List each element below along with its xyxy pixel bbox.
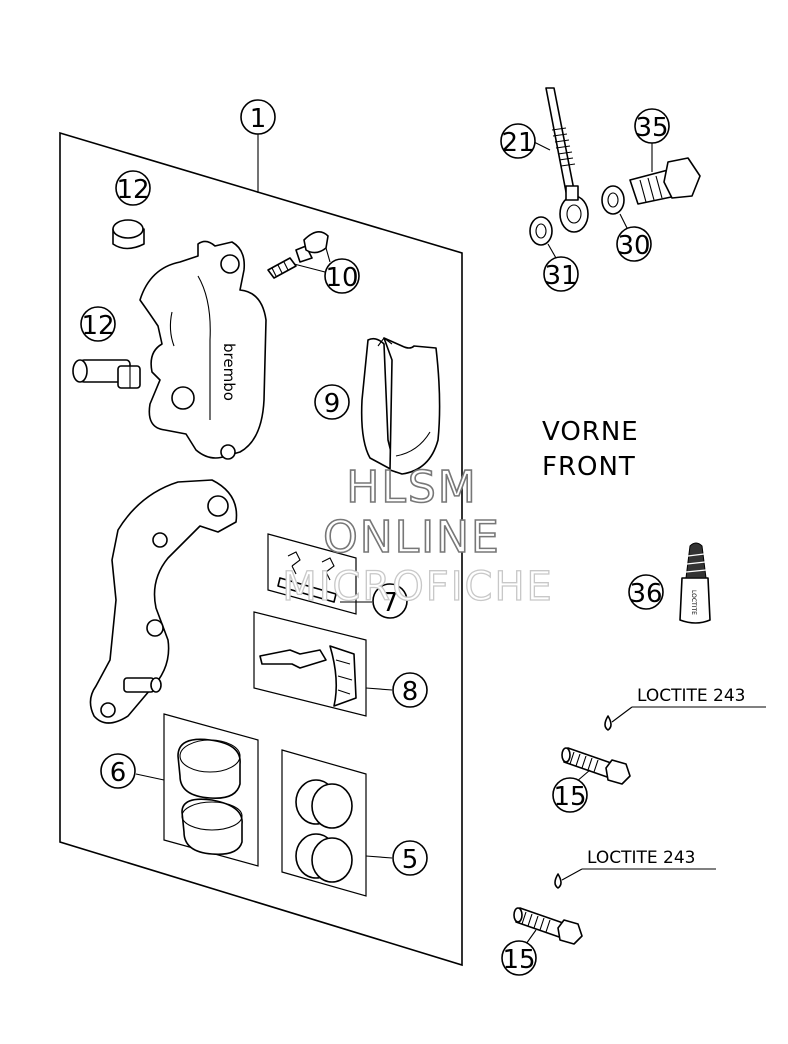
watermark-line-3: MICROFICHE (282, 564, 554, 610)
part-6-pistons (135, 713, 259, 867)
callout-7[interactable]: 7 (372, 583, 408, 619)
label-vorne: VORNE (542, 417, 639, 447)
callout-31[interactable]: 31 (543, 256, 579, 292)
loctite-bottom-drop (554, 873, 562, 889)
callout-9[interactable]: 9 (314, 384, 350, 420)
callout-15-upper[interactable]: 15 (552, 777, 588, 813)
part-10-bleeder (267, 231, 331, 279)
loctite-note-bottom: LOCTITE 243 (587, 848, 696, 868)
brake-line-assembly (529, 87, 701, 246)
callout-30[interactable]: 30 (616, 226, 652, 262)
caliper-brand-text: brembo (220, 343, 238, 401)
callout-8[interactable]: 8 (392, 672, 428, 708)
loctite-top-leader (611, 706, 633, 723)
part-12-bolt (72, 359, 141, 389)
callout-5[interactable]: 5 (392, 840, 428, 876)
leader-15-lower (525, 929, 537, 945)
callout-7-number: 7 (382, 588, 399, 618)
callout-10[interactable]: 10 (324, 258, 360, 294)
part-8-spring-kit (253, 611, 393, 717)
leader-30 (619, 213, 629, 231)
callout-8-number: 8 (402, 677, 419, 707)
part-15-bolt-lower (513, 907, 583, 945)
label-front: FRONT (542, 452, 636, 482)
caliper-bracket (89, 479, 238, 724)
watermark: HLSM ONLINE MICROFICHE (282, 461, 554, 610)
tube-label-text: LOCTITE (690, 590, 697, 615)
part-36-loctite-tube: LOCTITE (679, 542, 711, 624)
part-7-pin-kit (267, 533, 372, 615)
callout-15-lower[interactable]: 15 (501, 940, 537, 976)
callout-36-number: 36 (629, 579, 662, 609)
callout-30-number: 30 (617, 231, 650, 261)
loctite-top-drop (604, 715, 612, 731)
callout-6-number: 6 (110, 758, 127, 788)
callout-31-number: 31 (544, 261, 577, 291)
loctite-note-top: LOCTITE 243 (637, 686, 746, 706)
part-15-bolt-upper (561, 747, 631, 785)
callout-21-number: 21 (501, 128, 534, 158)
loctite-bottom-leader (561, 868, 583, 881)
brake-caliper: brembo (139, 240, 267, 460)
callout-12-top-number: 12 (116, 175, 149, 205)
callout-12-lower[interactable]: 12 (80, 306, 116, 342)
leader-21 (533, 141, 551, 151)
part-5-seals (281, 749, 393, 897)
callout-6[interactable]: 6 (100, 753, 136, 789)
leader-31 (547, 243, 557, 259)
callout-15-upper-number: 15 (553, 782, 586, 812)
kit-panel (59, 131, 463, 967)
part-9-brake-pads (360, 337, 441, 475)
callout-5-number: 5 (402, 845, 419, 875)
callout-15-lower-number: 15 (502, 945, 535, 975)
callout-1[interactable]: 1 (240, 99, 276, 135)
callout-10-number: 10 (325, 263, 358, 293)
watermark-line-2: ONLINE (323, 512, 501, 563)
callout-1-number: 1 (250, 104, 267, 134)
callout-35[interactable]: 35 (634, 108, 670, 144)
part-12-cap (112, 219, 145, 250)
callout-9-number: 9 (324, 389, 341, 419)
callout-12-lower-number: 12 (81, 311, 114, 341)
watermark-line-1: HLSM (346, 462, 478, 513)
callout-35-number: 35 (635, 113, 668, 143)
callout-12-top[interactable]: 12 (115, 170, 151, 206)
callout-36[interactable]: 36 (628, 574, 664, 610)
callout-21[interactable]: 21 (500, 123, 536, 159)
